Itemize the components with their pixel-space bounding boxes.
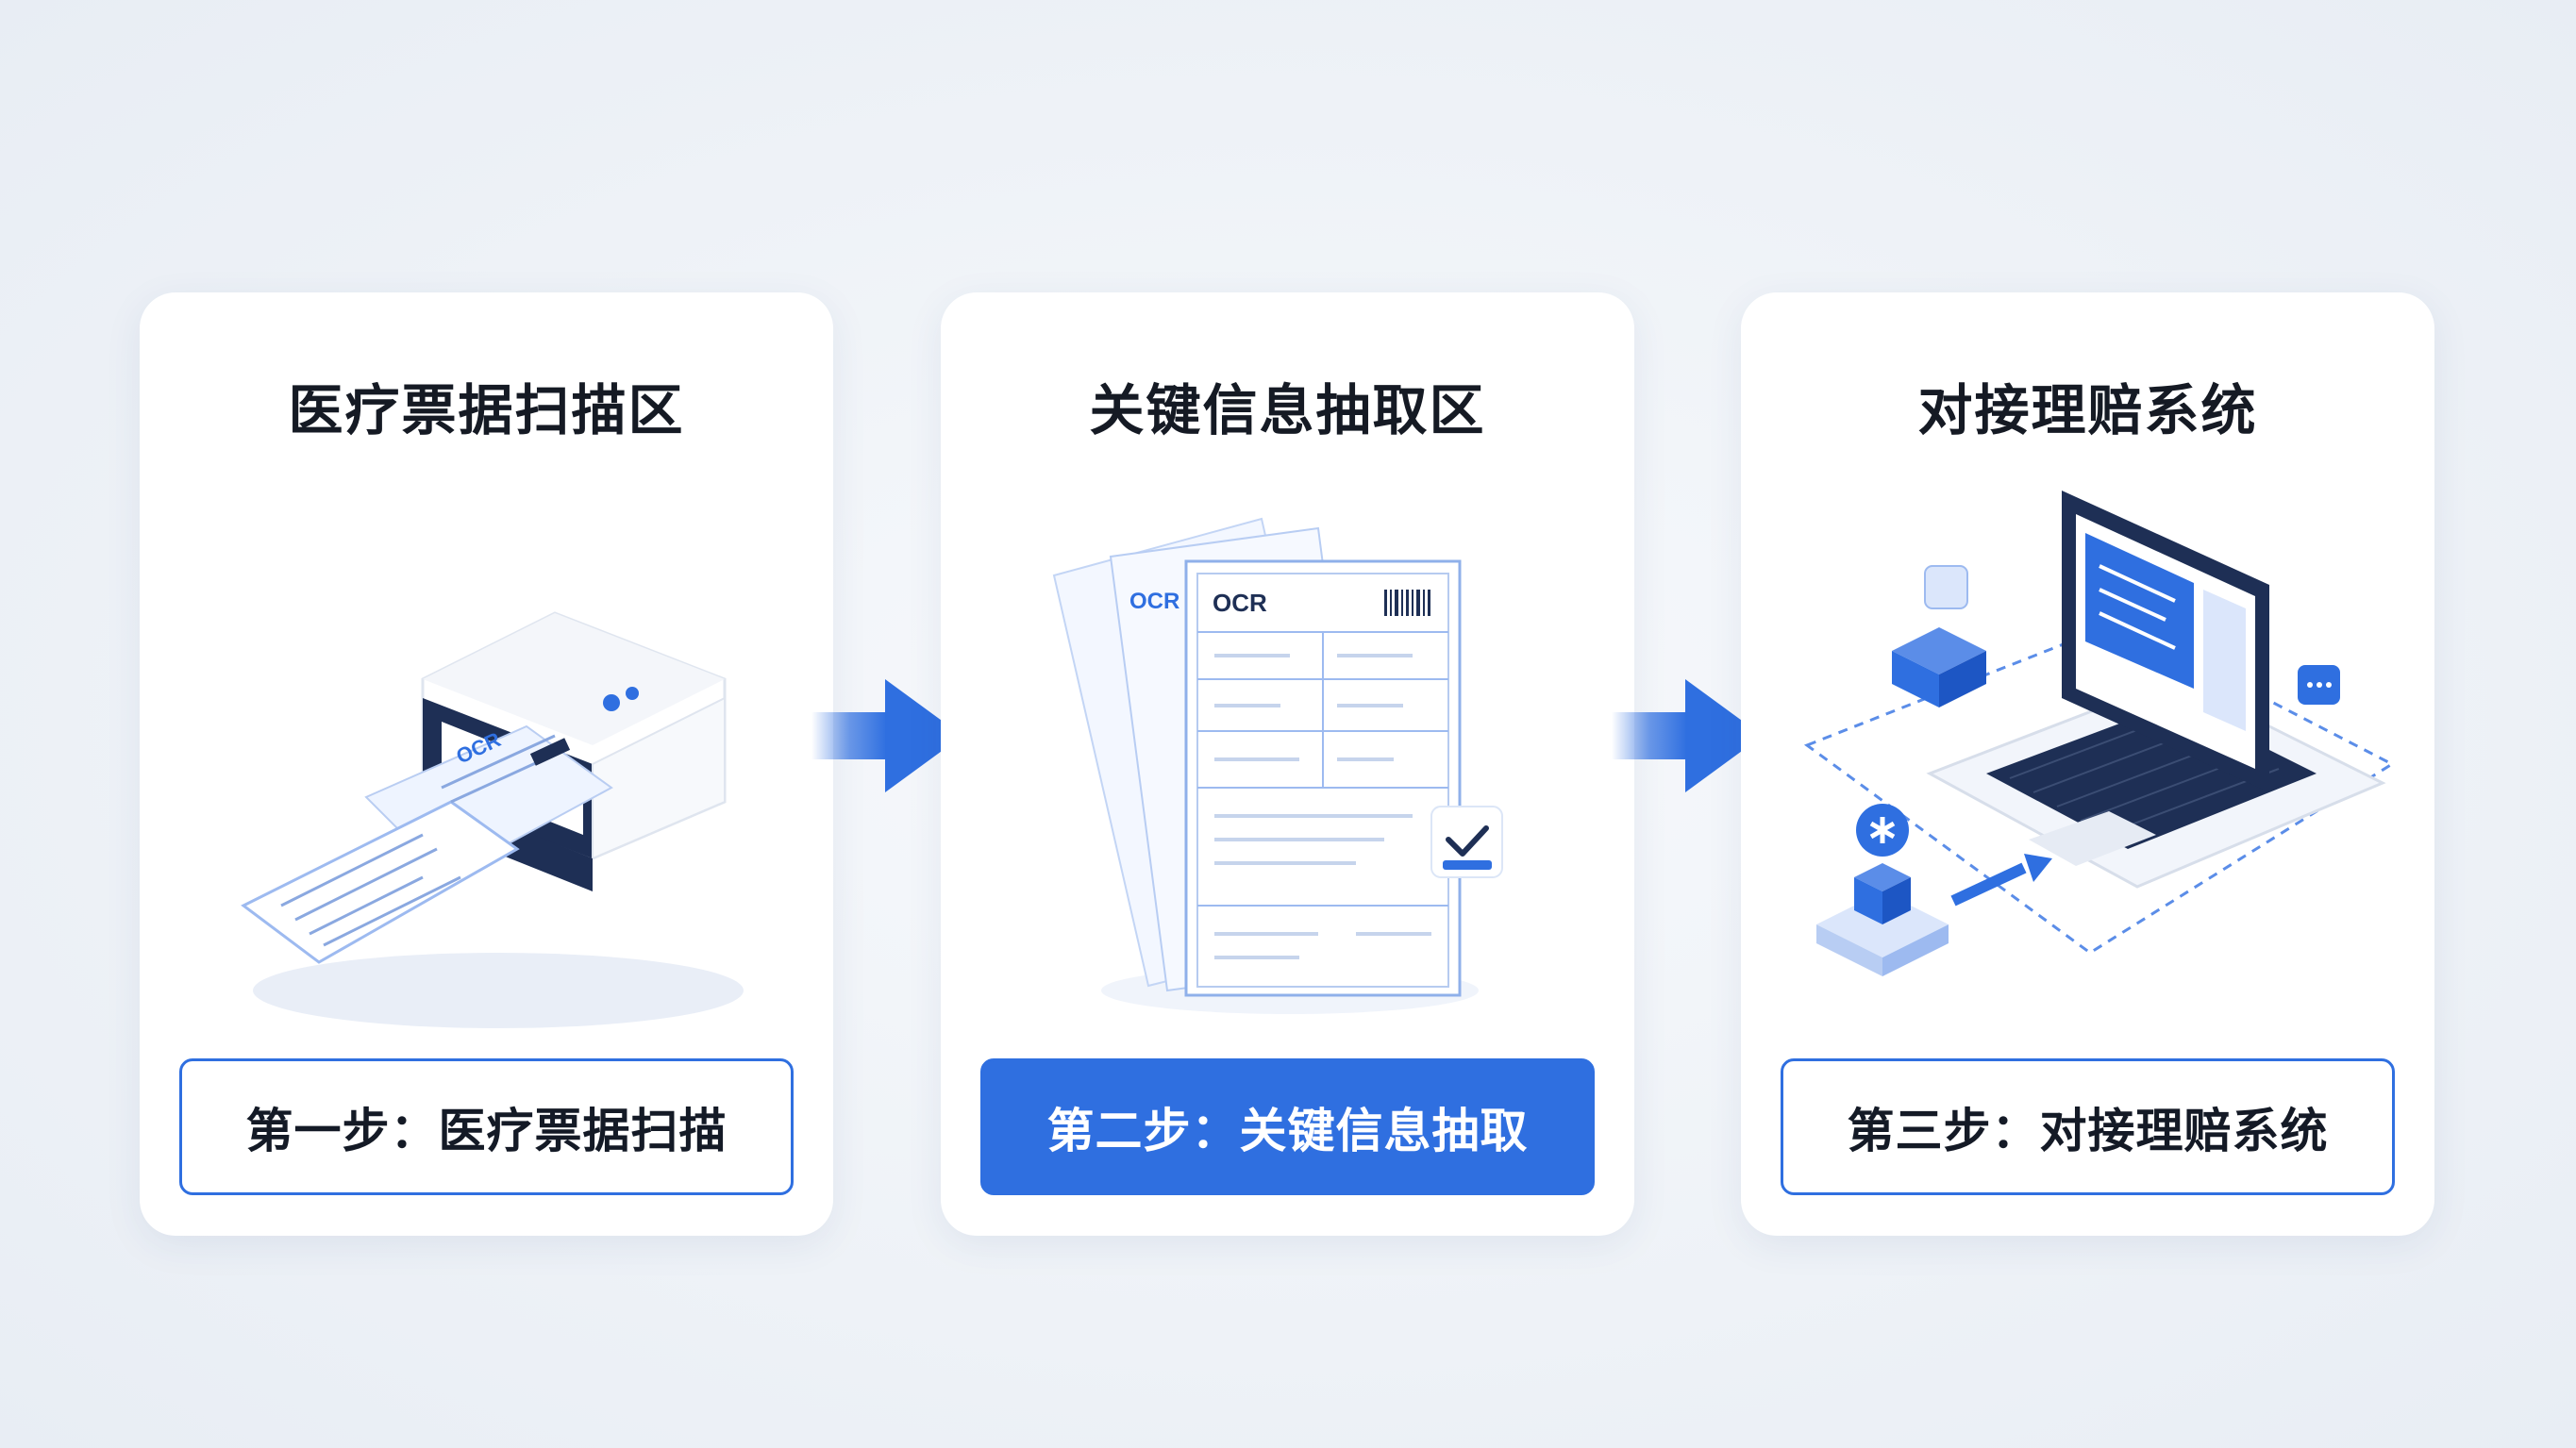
step-card-claims: 对接理赔系统 bbox=[1741, 292, 2434, 1236]
step-button-2[interactable]: 第二步：关键信息抽取 bbox=[980, 1058, 1595, 1195]
card-title: 对接理赔系统 bbox=[1917, 378, 2258, 442]
arrow-right-icon bbox=[1612, 679, 1763, 792]
ocr-label-back: OCR bbox=[1129, 589, 1179, 614]
step-button-3[interactable]: 第三步：对接理赔系统 bbox=[1781, 1058, 2395, 1195]
arrow-right-icon bbox=[811, 679, 962, 792]
step-card-extract: 关键信息抽取区 OCR OCR bbox=[941, 292, 1634, 1236]
ocr-documents-illustration: OCR OCR bbox=[1052, 517, 1503, 1014]
ocr-label-front: OCR bbox=[1213, 589, 1267, 617]
scanner-illustration: OCR bbox=[241, 611, 744, 1028]
card-title: 关键信息抽取区 bbox=[1089, 378, 1486, 442]
laptop-system-illustration bbox=[1803, 491, 2396, 976]
card-title: 医疗票据扫描区 bbox=[288, 378, 685, 442]
step-card-scan: 医疗票据扫描区 OCR 第一步：医疗票据扫描 bbox=[140, 292, 833, 1236]
step-button-1[interactable]: 第一步：医疗票据扫描 bbox=[179, 1058, 794, 1195]
